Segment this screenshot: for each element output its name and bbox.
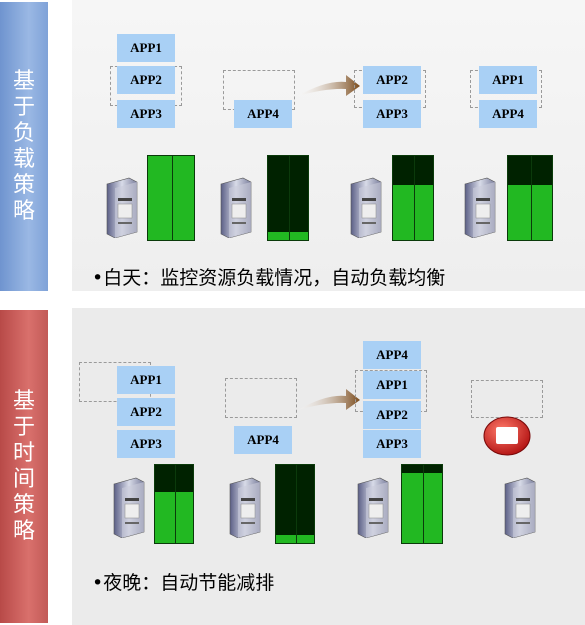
app-box: APP3: [117, 430, 175, 458]
server-icon: [501, 476, 537, 539]
meter-divider: [172, 156, 173, 240]
load-meter: [507, 155, 553, 241]
app-box: APP2: [117, 66, 175, 94]
meter-divider: [414, 156, 415, 240]
strategy-time-label: 基于时间策略: [0, 310, 48, 623]
app-box: APP1: [479, 66, 537, 94]
load-meter: [401, 464, 443, 544]
app-box: APP2: [117, 398, 175, 426]
app-box: APP1: [117, 34, 175, 62]
server-icon: [110, 476, 146, 539]
load-fill: [155, 492, 193, 543]
migrate-arrow-icon: [298, 75, 360, 96]
load-fill: [393, 185, 433, 240]
load-meter: [147, 155, 195, 241]
power-off-icon: [483, 416, 531, 456]
app-box: APP4: [234, 426, 292, 454]
load-meter: [267, 155, 309, 241]
app-box: APP4: [479, 100, 537, 128]
load-fill: [508, 185, 552, 240]
meter-divider: [423, 465, 424, 543]
app-box: APP4: [363, 341, 421, 369]
migrate-arrow-icon: [298, 389, 360, 410]
app-box: APP3: [363, 430, 421, 458]
server-icon: [217, 176, 253, 239]
server-icon: [354, 476, 390, 539]
server-icon: [347, 176, 383, 239]
load-fill: [276, 535, 314, 543]
server-icon: [103, 176, 139, 239]
app-box: APP2: [363, 66, 421, 94]
load-fill: [402, 472, 442, 543]
strategy-load-label: 基于负载策略: [0, 2, 48, 291]
app-box: APP1: [363, 371, 421, 399]
app-box: APP3: [363, 100, 421, 128]
app-box: APP3: [117, 100, 175, 128]
vm-slot-outline: [225, 378, 297, 418]
load-meter: [275, 464, 315, 544]
meter-divider: [531, 156, 532, 240]
server-icon: [226, 476, 262, 539]
night-caption: •夜晚：自动节能减排: [92, 572, 275, 594]
server-icon: [461, 176, 497, 239]
load-fill: [148, 156, 194, 240]
app-box: APP2: [363, 401, 421, 429]
meter-divider: [289, 156, 290, 240]
vm-slot-outline: [471, 380, 543, 418]
load-fill: [268, 231, 308, 240]
app-box: APP4: [234, 100, 292, 128]
meter-divider: [175, 465, 176, 543]
app-box: APP1: [117, 366, 175, 394]
load-meter: [154, 464, 194, 544]
day-caption: •白天：监控资源负载情况，自动负载均衡: [92, 267, 446, 289]
meter-divider: [296, 465, 297, 543]
load-meter: [392, 155, 434, 241]
